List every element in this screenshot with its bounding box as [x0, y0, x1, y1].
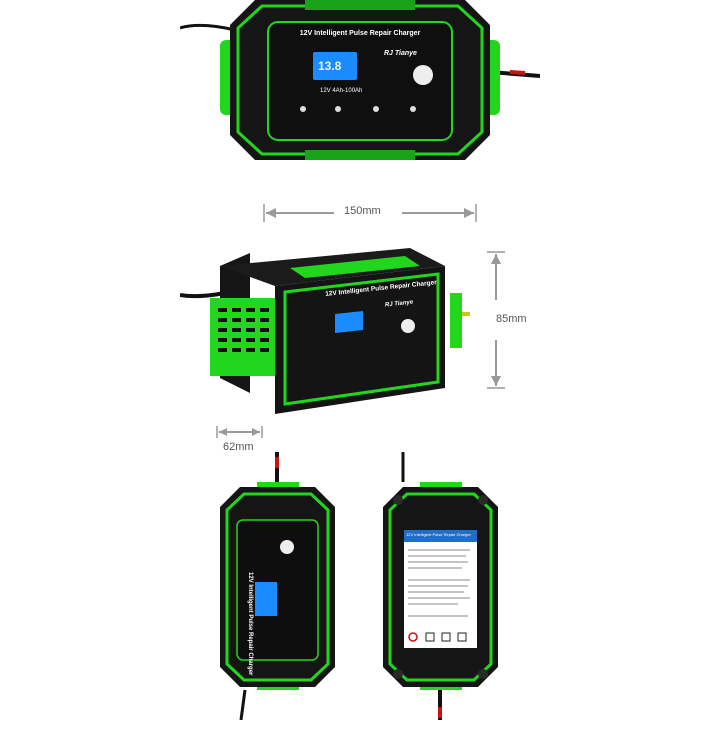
- charger-perspective-view: 12V Intelligent Pulse Repair Charger RJ …: [179, 248, 470, 414]
- width-dimension-arrow: [263, 204, 477, 222]
- charger-vertical-front-view: 12V Intelligent Pulse Repair Charger: [215, 452, 345, 721]
- height-dimension-arrow: [487, 251, 505, 389]
- charger-back-view: 12V Intelligent Pulse Repair Charger: [378, 452, 508, 720]
- charger-vertical-front-illustration: [220, 452, 335, 721]
- depth-dimension: 62mm: [214, 424, 270, 458]
- back-label-title: 12V Intelligent Pulse Repair Charger: [406, 532, 471, 537]
- vertical-title: 12V Intelligent Pulse Repair Charger: [247, 572, 253, 676]
- charger-front-illustration: 13.8: [179, 0, 541, 160]
- width-dimension: 150mm: [262, 200, 478, 224]
- depth-dimension-arrow: [216, 426, 263, 438]
- screen-reading: 13.8: [318, 59, 342, 73]
- front-capacity: 12V 4Ah-100Ah: [320, 88, 363, 94]
- height-label: 85mm: [496, 313, 527, 325]
- charger-front-view: 13.8 12V Intelligent Pulse Repair Charge…: [179, 0, 541, 160]
- charger-perspective-illustration: [179, 248, 470, 414]
- height-dimension: 85mm: [483, 250, 527, 390]
- depth-label: 62mm: [223, 441, 254, 453]
- charger-back-illustration: [383, 452, 498, 720]
- width-label: 150mm: [344, 205, 381, 217]
- front-brand: RJ Tianye: [384, 50, 417, 57]
- front-title: 12V Intelligent Pulse Repair Charger: [299, 30, 421, 37]
